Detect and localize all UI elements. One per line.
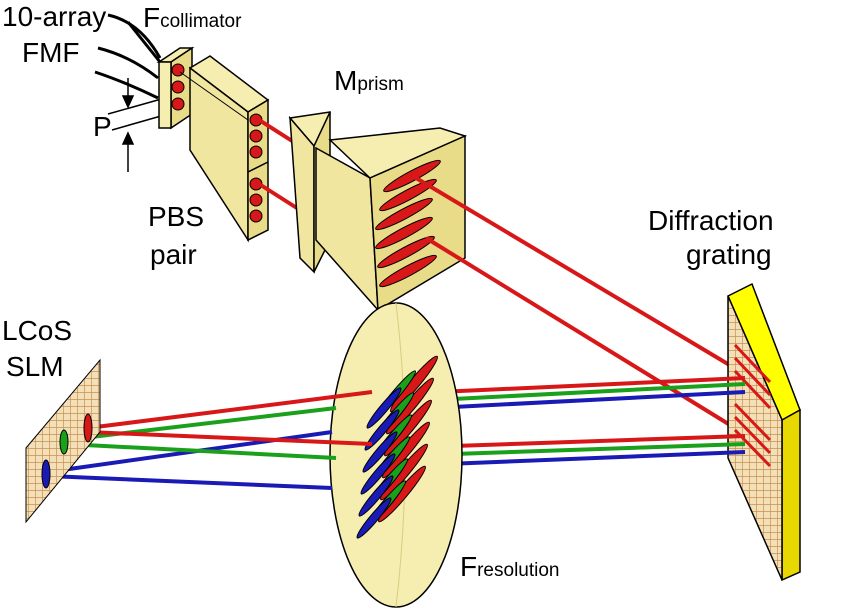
fiber-array-label-line1: 10-array <box>2 1 107 32</box>
lcos-slm <box>25 358 101 524</box>
collimator-label: Fcollimator <box>143 3 241 37</box>
prism-label-sub: prism <box>357 74 404 95</box>
beams-prism-to-grating <box>414 176 750 438</box>
pbs-label-line1: PBS <box>148 201 205 232</box>
diffraction-grating <box>727 282 801 582</box>
prism-label: Mprism <box>334 66 404 100</box>
collimator-array <box>156 46 195 130</box>
slm-label-line1: LCoS <box>2 315 73 346</box>
pbs-pair <box>179 55 270 243</box>
grating-label-line1: Diffraction <box>648 205 774 236</box>
collimator-pointer <box>126 21 162 63</box>
fmf-fibers <box>94 13 162 100</box>
beams-lens-to-slm <box>47 390 373 490</box>
prism-label-main: M <box>334 65 358 96</box>
resolution-label-main: F <box>460 551 478 582</box>
prism-assembly <box>288 111 468 313</box>
pbs-label-line2: pair <box>150 239 197 270</box>
collimator-label-main: F <box>143 2 161 33</box>
collimator-label-sub: collimator <box>160 11 242 32</box>
resolution-lens <box>329 302 463 608</box>
grating-label-line2: grating <box>686 239 772 270</box>
resolution-label-sub: resolution <box>477 560 560 581</box>
pitch-label: P <box>93 111 112 142</box>
fiber-array-label-line2: FMF <box>22 37 80 68</box>
resolution-label: Fresolution <box>460 552 560 586</box>
slm-label-line2: SLM <box>6 351 64 382</box>
